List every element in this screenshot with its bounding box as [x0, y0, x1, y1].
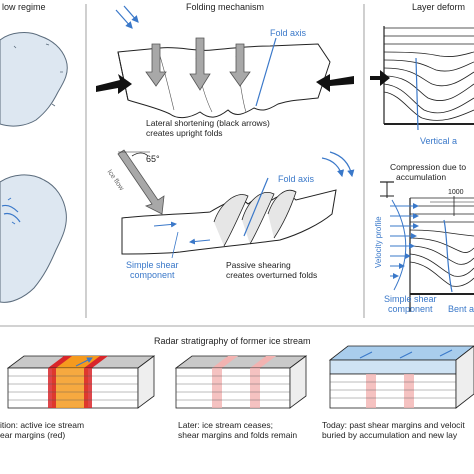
upright-caption-line2: creates upright folds	[146, 128, 223, 138]
vertical-axis-label: Vertical a	[420, 136, 458, 146]
header-layer-deformation: Layer deform	[412, 2, 466, 12]
header-radar-stratigraphy: Radar stratigraphy of former ice stream	[154, 336, 311, 346]
scale-value-label: 1000	[448, 189, 464, 196]
lateral-shortening-arrows	[96, 74, 354, 94]
radar-panel2-caption-line2: shear margins and folds remain	[178, 430, 298, 440]
upright-caption-line1: Lateral shortening (black arrows)	[146, 118, 270, 128]
fold-axis-top-label: Fold axis	[270, 28, 307, 38]
header-folding-mechanism: Folding mechanism	[186, 2, 265, 12]
radar-block-ceased	[174, 355, 308, 409]
flow-arrows-top	[115, 5, 139, 29]
simple-shear-label-line1: Simple shear	[126, 260, 179, 270]
radar-panel3-caption-line1: Today: past shear margins and velocit	[322, 420, 465, 430]
upright-fold-block	[117, 37, 331, 119]
overturned-fold-block	[121, 177, 337, 259]
radar-block-active	[6, 355, 156, 409]
flow-arrows-middle	[321, 151, 355, 178]
layer-simple-shear-line1: Simple shear	[384, 294, 437, 304]
greenland-map-top	[0, 32, 68, 127]
radar-panel1-caption-line2: ear margins (red)	[0, 430, 66, 440]
angle-label: 65°	[146, 154, 160, 164]
greenland-map-bottom	[0, 174, 67, 303]
ice-flow-arrow	[117, 149, 165, 215]
overturned-caption-line2: creates overturned folds	[226, 270, 318, 280]
velocity-profile-arrows	[390, 199, 419, 291]
bent-axis-label: Bent a	[448, 304, 474, 314]
layer-simple-shear-line2: component	[388, 304, 433, 314]
simple-shear-label-line2: component	[130, 270, 175, 280]
compression-label-line1: Compression due to	[390, 162, 467, 172]
radar-panel3-caption-line2: buried by accumulation and new lay	[322, 430, 458, 440]
overturned-caption-line1: Passive shearing	[226, 260, 291, 270]
radar-panel2-caption-line1: Later: ice stream ceases;	[178, 420, 273, 430]
layer-push-arrow	[370, 70, 390, 86]
layer-block-top	[383, 26, 474, 131]
compression-label-line2: accumulation	[396, 172, 447, 182]
layer-block-bottom	[380, 181, 474, 312]
velocity-profile-label: Velocity profile	[374, 216, 383, 268]
header-flow-regime: low regime	[2, 2, 46, 12]
radar-block-today	[328, 345, 474, 409]
grey-compression-arrows	[145, 37, 251, 91]
radar-panel1-caption-line1: ition: active ice stream	[0, 420, 85, 430]
fold-axis-bottom-label: Fold axis	[278, 174, 315, 184]
